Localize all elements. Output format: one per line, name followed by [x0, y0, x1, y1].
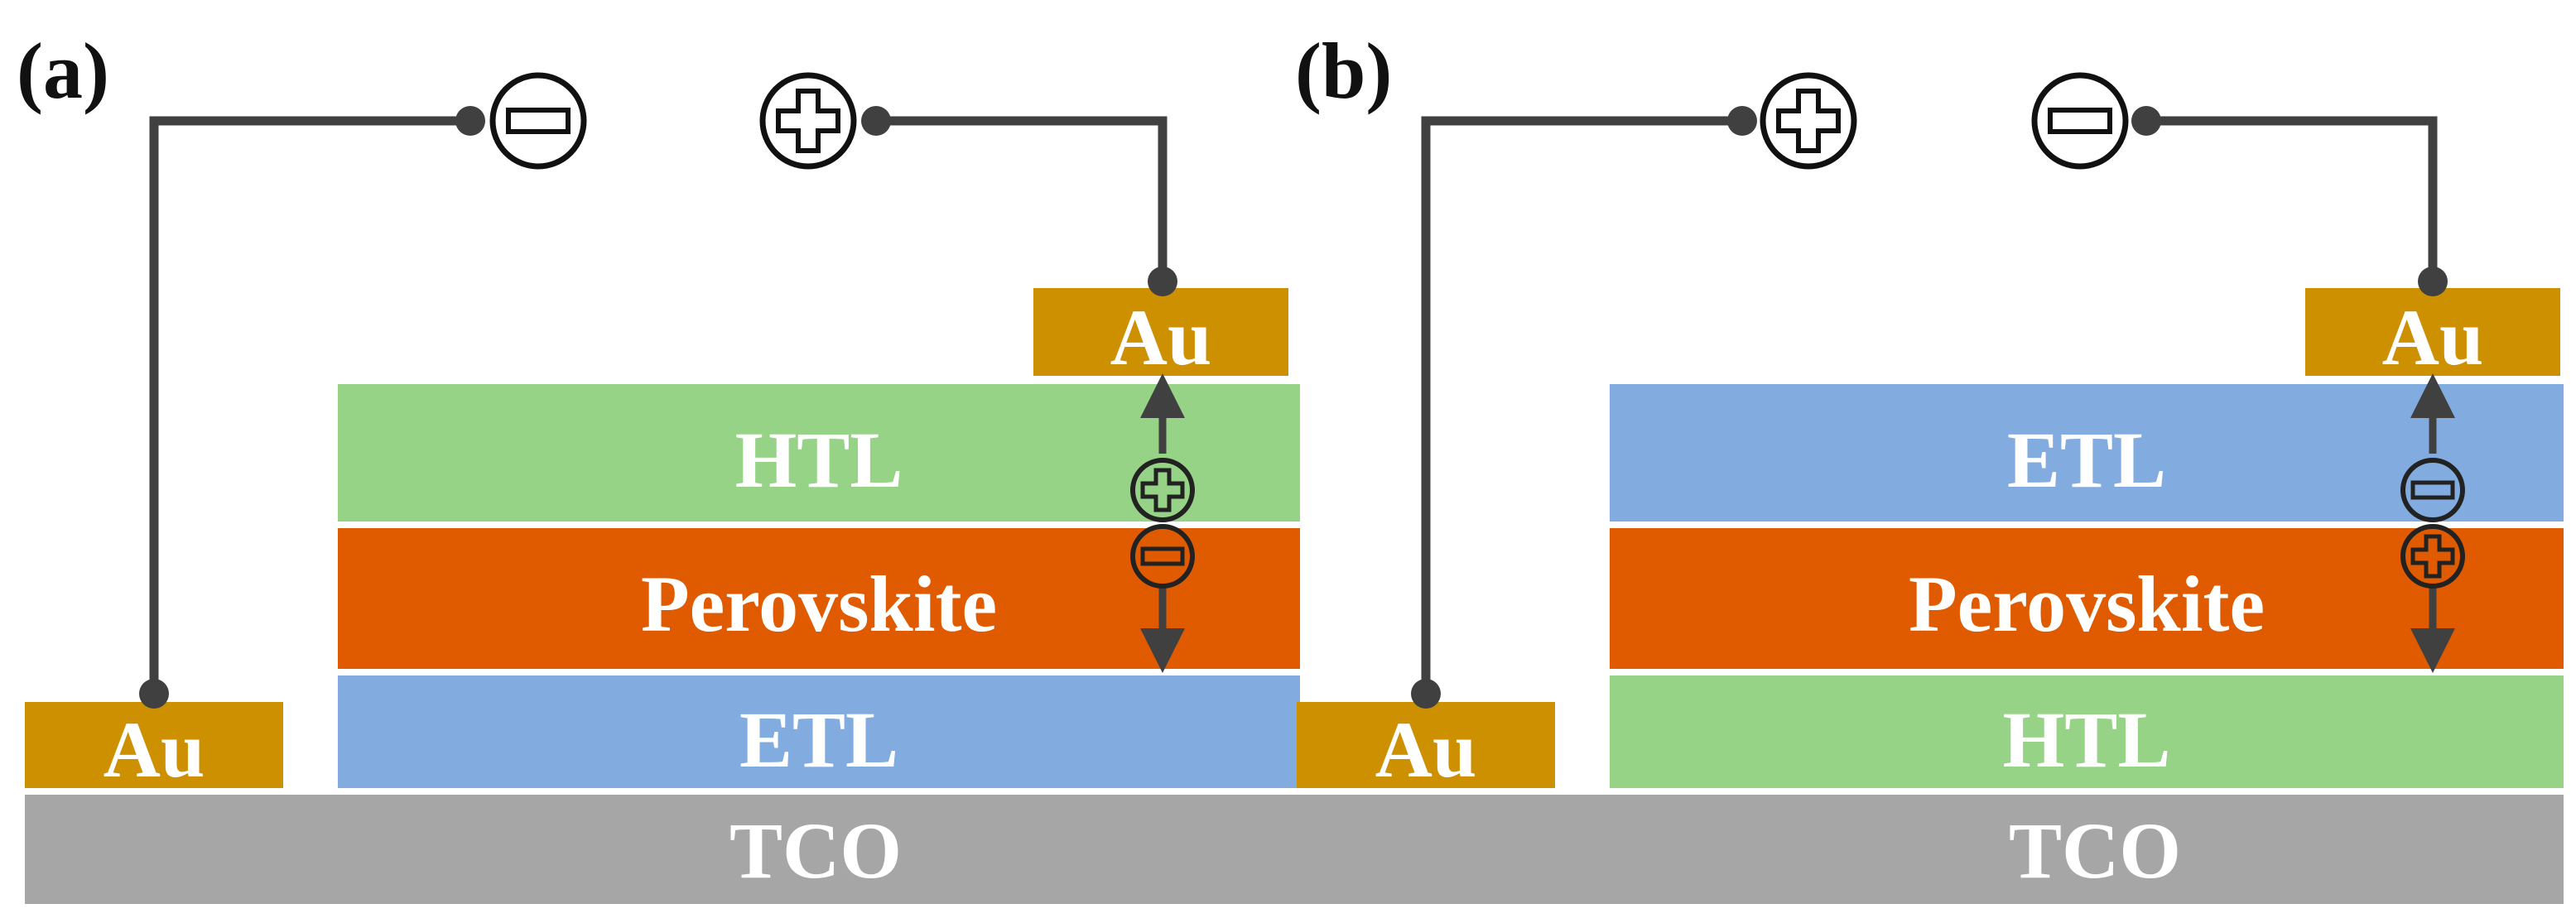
panel-b-left-wire-node-top [1727, 106, 1757, 136]
panel-b-etl-label: ETL [2007, 416, 2166, 504]
panel-b: (b) TCO Au HTL Perovskite ETL Au [1295, 26, 2564, 904]
panel-b-right-terminal-minus-icon [2031, 72, 2129, 170]
panel-a-electron-minus-icon [1130, 524, 1195, 589]
panel-a-right-terminal-plus-icon [759, 72, 857, 170]
panel-b-top-au-electrode [2305, 288, 2560, 376]
panel-a-left-wire [149, 116, 470, 694]
panel-b-label: (b) [1295, 26, 1392, 115]
panel-a-etl-layer [338, 675, 1300, 788]
panel-b-right-wire-node-top [2131, 106, 2161, 136]
panel-a-hole-plus-icon [1130, 458, 1195, 522]
panel-b-tco-layer [1297, 795, 2564, 904]
panel-a-htl-label: HTL [735, 416, 903, 504]
panel-a-left-terminal-minus-icon [489, 72, 587, 170]
panel-b-right-wire [2146, 116, 2438, 281]
panel-a-etl-label: ETL [739, 695, 898, 784]
panel-b-htl-label: HTL [2003, 695, 2171, 784]
panel-a-top-au-electrode [1033, 288, 1288, 376]
panel-b-left-terminal-plus-icon [1760, 72, 1857, 170]
panel-a-tco-layer [25, 795, 1300, 904]
panel-a-left-wire-node-top [455, 106, 485, 136]
panel-a-side-au-electrode [25, 702, 283, 788]
panel-b-hole-plus-icon [2400, 524, 2465, 589]
panel-b-htl-layer [1610, 675, 2564, 788]
panel-a-right-wire [876, 116, 1168, 281]
panel-a-perovskite-label: Perovskite [641, 560, 997, 648]
panel-b-electron-minus-icon [2400, 458, 2465, 522]
panel-b-side-au-label: Au [1375, 705, 1477, 794]
panel-a-right-wire-node-top [861, 106, 891, 136]
panel-b-tco-label: TCO [2009, 806, 2181, 895]
panel-b-perovskite-label: Perovskite [1909, 560, 2265, 648]
panel-a-side-au-label: Au [104, 705, 205, 794]
panel-a-top-au-label: Au [1110, 293, 1212, 382]
panel-b-side-au-electrode [1297, 702, 1555, 788]
panel-a-label: (a) [17, 26, 109, 115]
panel-a-left-wire-node-bottom [139, 679, 169, 709]
panel-a: (a) TCO Au ETL Perovskite HTL Au [17, 26, 1300, 904]
panel-b-left-wire-node-bottom [1411, 679, 1441, 709]
panel-a-right-wire-node-bottom [1148, 267, 1177, 296]
panel-b-right-wire-node-bottom [2418, 267, 2448, 296]
panel-a-tco-label: TCO [729, 806, 902, 895]
panel-b-top-au-label: Au [2382, 293, 2484, 382]
panel-b-left-wire [1421, 116, 1742, 694]
